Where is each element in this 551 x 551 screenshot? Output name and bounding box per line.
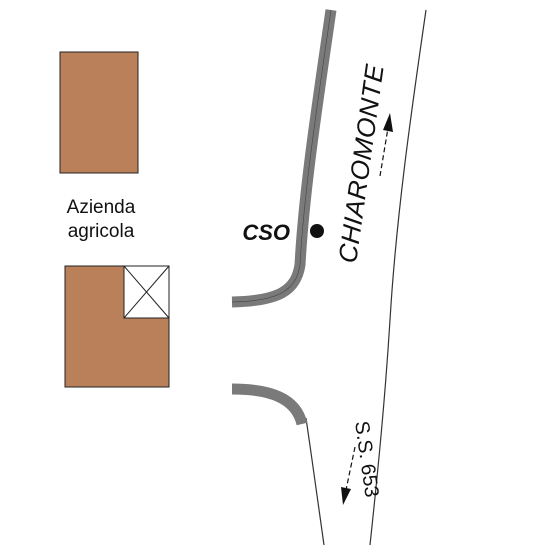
- road-name-south: S.S. 653: [350, 420, 382, 499]
- farm-label-line1: Azienda: [67, 197, 136, 218]
- farm-label-line2: agricola: [68, 221, 135, 242]
- direction-arrow-south-icon: [341, 446, 356, 505]
- farm-building-north: [59, 51, 139, 174]
- road-name-north: CHIAROMONTE: [332, 62, 390, 265]
- direction-arrow-north-icon: [379, 113, 393, 177]
- station-label: CSO: [242, 220, 290, 245]
- road-west-edge: [305, 417, 325, 546]
- road-kerb-north-outline: [231, 9, 332, 303]
- road-east-edge: [369, 9, 427, 546]
- station-marker: [310, 224, 324, 238]
- road-kerb-south: [231, 383, 308, 426]
- road-kerb-north: [231, 9, 337, 308]
- crossed-box-symbol: [123, 265, 170, 319]
